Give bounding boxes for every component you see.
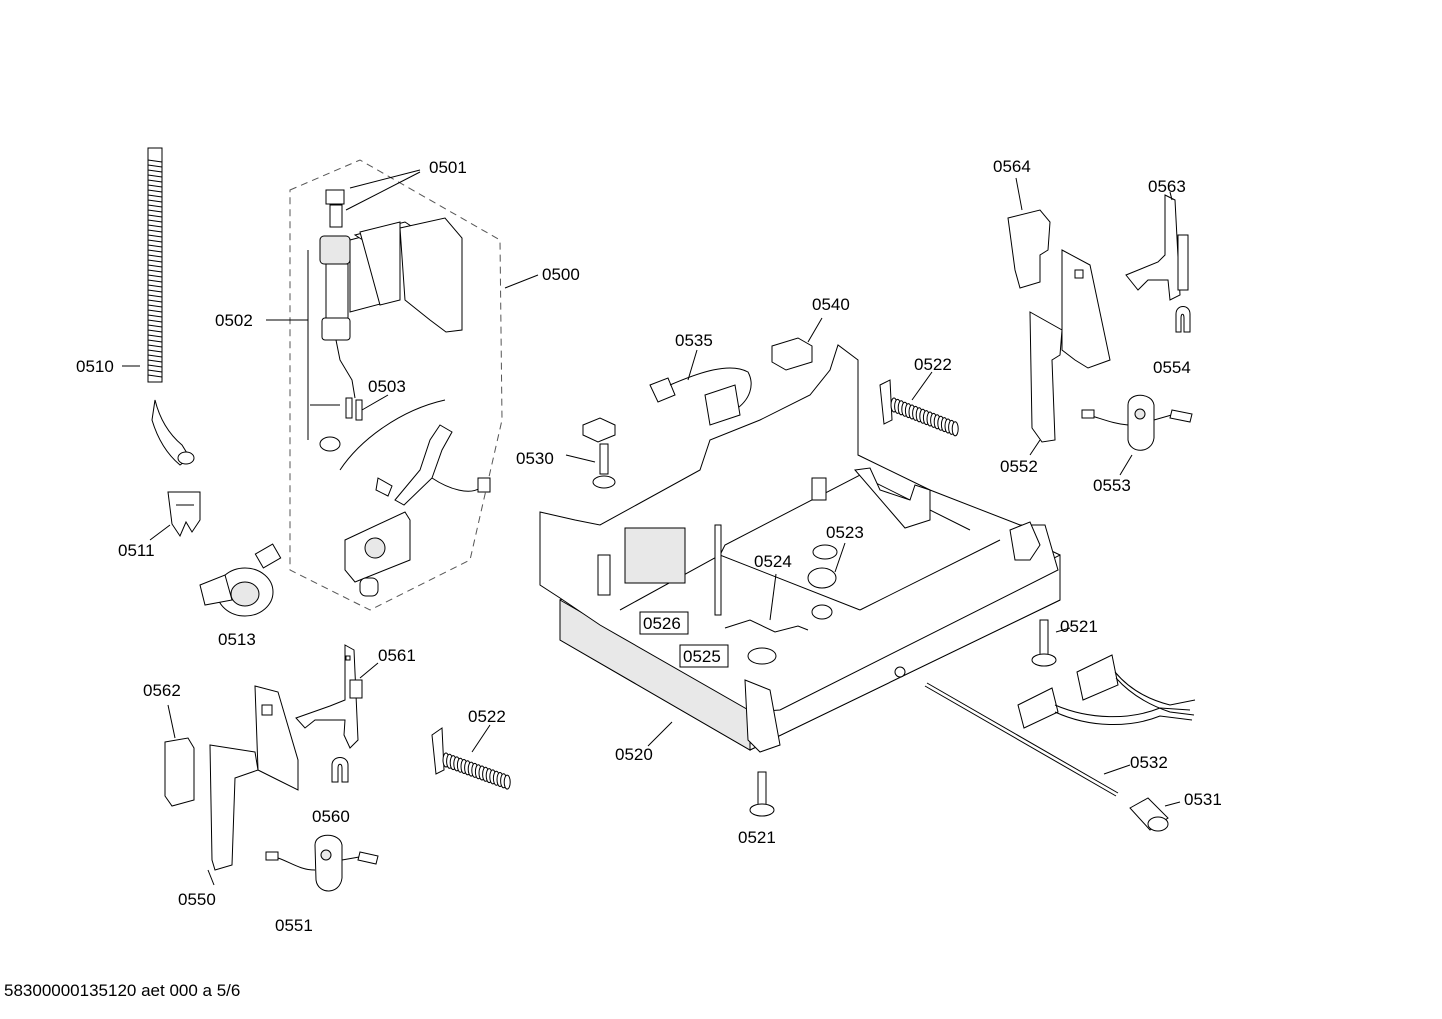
part-0530-foot xyxy=(582,417,616,489)
label-0513: 0513 xyxy=(218,630,256,649)
part-0500-bracket xyxy=(344,511,411,597)
label-0564: 0564 xyxy=(993,157,1031,176)
part-0520-base-tub xyxy=(539,344,1061,753)
part-0524-float xyxy=(724,619,809,633)
label-0503: 0503 xyxy=(368,377,406,396)
part-0522-spring-right xyxy=(879,379,959,437)
label-0526-box xyxy=(639,611,689,635)
label-0525-box xyxy=(679,644,729,668)
label-0523: 0523 xyxy=(826,523,864,542)
part-0503-connectors xyxy=(319,339,363,452)
label-0522b: 0522 xyxy=(468,707,506,726)
drawing-reference: 58300000135120 aet 000 a 5/6 xyxy=(4,981,241,1000)
part-0554-clip xyxy=(164,737,195,807)
label-0525: 0525 xyxy=(683,647,721,666)
part-0522-spring-left xyxy=(431,727,511,790)
label-0520: 0520 xyxy=(615,745,653,764)
part-0531-plug xyxy=(1129,797,1169,832)
part-0562-spring xyxy=(1175,306,1191,333)
part-0521-foot-right xyxy=(1031,619,1057,667)
part-0500-cover xyxy=(359,217,463,333)
label-0521b: 0521 xyxy=(738,828,776,847)
label-0510: 0510 xyxy=(76,357,114,376)
part-0521-foot-bottom xyxy=(749,771,775,817)
label-0511: 0511 xyxy=(118,541,155,560)
label-0551: 0551 xyxy=(275,916,313,935)
part-wiring-harness xyxy=(1017,654,1196,729)
label-0501: 0501 xyxy=(429,158,467,177)
label-0561: 0553 xyxy=(1093,476,1131,495)
label-0502: 0502 xyxy=(215,311,253,330)
label-0530: 0530 xyxy=(516,449,554,468)
label-0552: 0560 xyxy=(312,807,350,826)
part-0540-connector xyxy=(771,337,813,371)
label-0535: 0535 xyxy=(675,331,713,350)
part-0500-hose xyxy=(339,399,491,506)
label-0540: 0540 xyxy=(812,295,850,314)
label-0560: 0552 xyxy=(1000,457,1038,476)
part-0532-rod xyxy=(924,682,1119,797)
part-0550-bracket xyxy=(209,685,299,871)
group-0500-outline xyxy=(289,159,503,611)
part-0535-cable xyxy=(649,367,752,426)
part-0551-sensor xyxy=(265,834,379,892)
label-0532: 0532 xyxy=(1130,753,1168,772)
part-0511-clip xyxy=(167,491,201,538)
part-0510-drain-hose xyxy=(147,147,195,466)
part-0561-sensor xyxy=(1081,394,1193,451)
label-0562: 0554 xyxy=(1153,358,1191,377)
label-0550: 0550 xyxy=(178,890,216,909)
label-0522: 0522 xyxy=(914,355,952,374)
part-0523-seals xyxy=(807,544,838,620)
part-0513-pump xyxy=(199,543,282,617)
label-0553: 0561 xyxy=(378,646,416,665)
label-0521: 0521 xyxy=(1060,617,1098,636)
part-0563-bracket xyxy=(1125,194,1189,301)
part-0552-spring xyxy=(331,757,349,783)
part-0553-bracket xyxy=(295,644,363,749)
label-0554: 0562 xyxy=(143,681,181,700)
part-0564-clip xyxy=(1007,209,1051,289)
label-0563: 0563 xyxy=(1148,177,1186,196)
label-0524: 0524 xyxy=(754,552,792,571)
label-0531: 0531 xyxy=(1184,790,1222,809)
part-0560-bracket xyxy=(1029,249,1111,443)
label-0500: 0500 xyxy=(542,265,580,284)
label-0526: 0526 xyxy=(643,614,681,633)
